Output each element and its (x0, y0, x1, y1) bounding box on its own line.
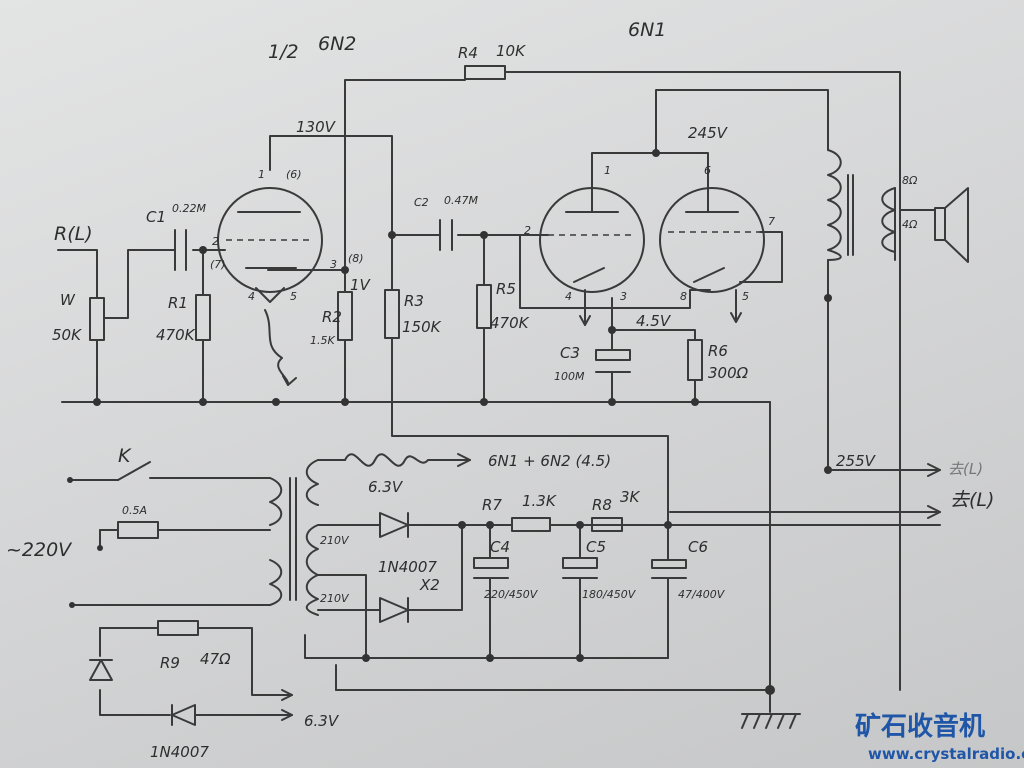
r8-label: R8 (592, 496, 612, 514)
c5-label: C5 (586, 538, 606, 556)
c6-value: 47/400V (678, 588, 726, 601)
capacitors (174, 219, 687, 579)
diodes (89, 512, 409, 726)
t2-pin-4: 4 (565, 290, 572, 303)
pin-3: 3 (330, 258, 337, 271)
r4-label: R4 (458, 44, 478, 62)
power-transformer (269, 459, 319, 616)
r7-value: 1.3K (522, 492, 557, 510)
watermark-url: www.crystalradio.cn (868, 745, 1024, 763)
pin-1: 1 (258, 168, 265, 181)
input-label: R(L) (54, 223, 93, 245)
w-value: 50K (52, 326, 82, 344)
tube-6n1-b (659, 184, 765, 293)
ground-symbol (741, 713, 797, 729)
speaker-8-label: 8Ω (902, 174, 918, 187)
pin-7: (7) (210, 258, 226, 271)
tube-6n2 (217, 187, 323, 303)
t2-pin-1: 1 (604, 164, 611, 177)
c4-label: C4 (490, 538, 510, 556)
t2-pin-5: 5 (742, 290, 749, 303)
switch-label: K (118, 445, 132, 467)
c6-label: C6 (688, 538, 708, 556)
hv2-label: 210V (320, 592, 350, 605)
r6-value: 300Ω (708, 364, 749, 382)
r1-label: R1 (168, 294, 188, 312)
r1-value: 470K (156, 326, 196, 344)
c2-value: 0.47M (444, 194, 478, 207)
output-2-label: 去(L) (950, 489, 994, 511)
r5-label: R5 (496, 280, 516, 298)
heater-target: 6N1 + 6N2 (4.5) (488, 452, 611, 470)
arrows (281, 312, 941, 721)
t2-pin-7: 7 (768, 215, 775, 228)
r7-label: R7 (482, 496, 502, 514)
c3-label: C3 (560, 344, 580, 362)
pin-8: (8) (348, 252, 364, 265)
labels: 1/2 6N2 6N1 1 (6) 2 (7) 3 (8) 4 5 1 6 2 … (6, 19, 994, 761)
pin-6: (6) (286, 168, 302, 181)
c5-value: 180/450V (582, 588, 637, 601)
pin-5: 5 (290, 290, 297, 303)
v130-label: 130V (296, 118, 337, 136)
heater-label: 6.3V (368, 478, 404, 496)
v1-label: 1V (350, 276, 372, 294)
tube2-title: 6N1 (628, 19, 666, 41)
v255-label: 255V (836, 452, 877, 470)
w-label: W (60, 291, 76, 309)
r3-label: R3 (404, 292, 424, 310)
r5-value: 470K (490, 314, 530, 332)
junction-dots (67, 149, 832, 695)
pin-2: 2 (212, 235, 219, 248)
fuse-label: 0.5A (122, 504, 147, 517)
tube1-title: 6N2 (318, 33, 356, 55)
r4-value: 10K (496, 42, 526, 60)
r9-value: 47Ω (200, 650, 231, 668)
mains-label: ~220V (6, 539, 73, 561)
v245-label: 245V (688, 124, 729, 142)
r9-label: R9 (160, 654, 180, 672)
wires (57, 71, 941, 716)
v63-label: 6.3V (304, 712, 340, 730)
v45-label: 4.5V (636, 312, 672, 330)
c4-value: 220/450V (484, 588, 539, 601)
watermark: 矿石收音机 www.crystalradio.cn (855, 711, 1024, 763)
r6-label: R6 (708, 342, 728, 360)
diode-label: 1N4007 (378, 558, 437, 576)
c1-label: C1 (146, 208, 166, 226)
watermark-brand: 矿石收音机 (855, 711, 985, 742)
r8-value: 3K (620, 488, 641, 506)
r2-label: R2 (322, 308, 342, 326)
hv1-label: 210V (320, 534, 350, 547)
pin-4: 4 (248, 290, 255, 303)
tube-6n1-a (539, 184, 645, 293)
tube1-title-frac: 1/2 (268, 41, 299, 63)
r2-value: 1.5K (310, 334, 335, 347)
speaker-4-label: 4Ω (902, 218, 918, 231)
c2-label: C2 (414, 196, 429, 209)
c1-value: 0.22M (172, 202, 206, 215)
c3-value: 100M (554, 370, 585, 383)
output-transformer (827, 149, 896, 261)
diode-count: X2 (419, 576, 440, 594)
switch-k (117, 461, 151, 481)
r3-value: 150K (402, 318, 442, 336)
t2-pin-3: 3 (620, 290, 627, 303)
output-1-label: 去(L) (948, 460, 983, 478)
t2-pin-2: 2 (524, 224, 531, 237)
t2-pin-6: 6 (704, 164, 711, 177)
speaker (899, 187, 969, 263)
resistors (89, 65, 703, 636)
t2-pin-8: 8 (680, 290, 687, 303)
d2-label: 1N4007 (150, 743, 209, 761)
